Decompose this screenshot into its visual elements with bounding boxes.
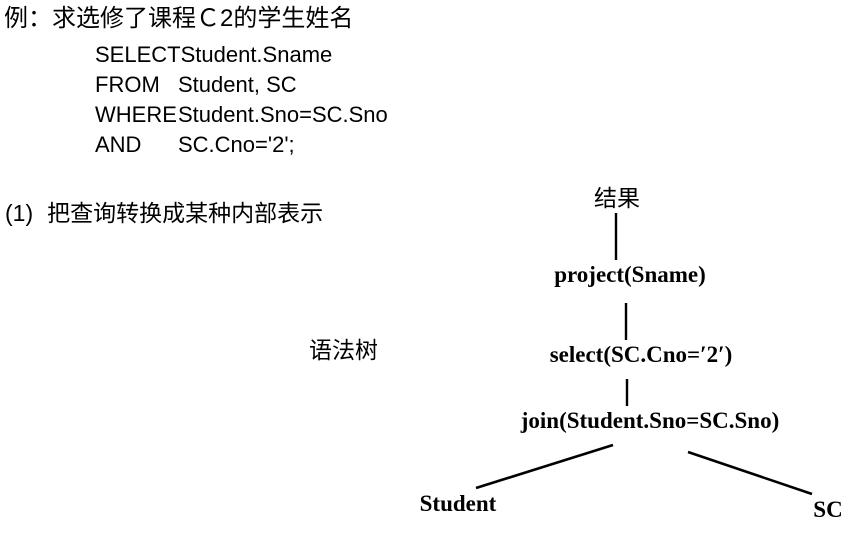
step-1-caption: (1) 把查询转换成某种内部表示 [5,194,323,228]
example-title: 例：求选修了课程Ｃ2的学生姓名 [4,5,354,32]
sql-keyword: AND [95,132,142,157]
sql-line-from: FROM Student, SC [95,70,388,100]
step-number: (1) [5,200,34,226]
sql-clause: Student.Sname [180,42,333,67]
tree-node-join: join(Student.Sno=SC.Sno) [520,408,780,433]
tree-leaf-student: Student [419,491,497,516]
tree-node-project: project(Sname) [554,262,706,287]
sql-keyword: FROM [95,72,160,97]
edge-join-student [475,443,614,490]
tree-node-select: select(SC.Cno=′2′) [549,342,733,367]
sql-keyword: SELECT [95,42,181,67]
sql-keyword: WHERE [95,102,177,127]
step-text: 把查询转换成某种内部表示 [47,200,324,226]
tree-leaf-sc: SC [813,497,843,522]
sql-line-and: AND SC.Cno='2'; [95,130,388,160]
sql-clause: SC.Cno='2'; [178,132,295,157]
sql-line-where: WHEREStudent.Sno=SC.Sno [95,100,388,130]
tree-root-result: 结果 [594,186,640,211]
sql-clause: Student.Sno=SC.Sno [178,102,388,127]
syntax-tree-caption: 语法树 [309,337,378,363]
sql-clause: Student, SC [178,72,297,97]
sql-statement: SELECTStudent.Sname FROM Student, SC WHER… [95,40,388,160]
sql-line-select: SELECTStudent.Sname [95,40,388,70]
edge-join-sc [687,450,813,496]
